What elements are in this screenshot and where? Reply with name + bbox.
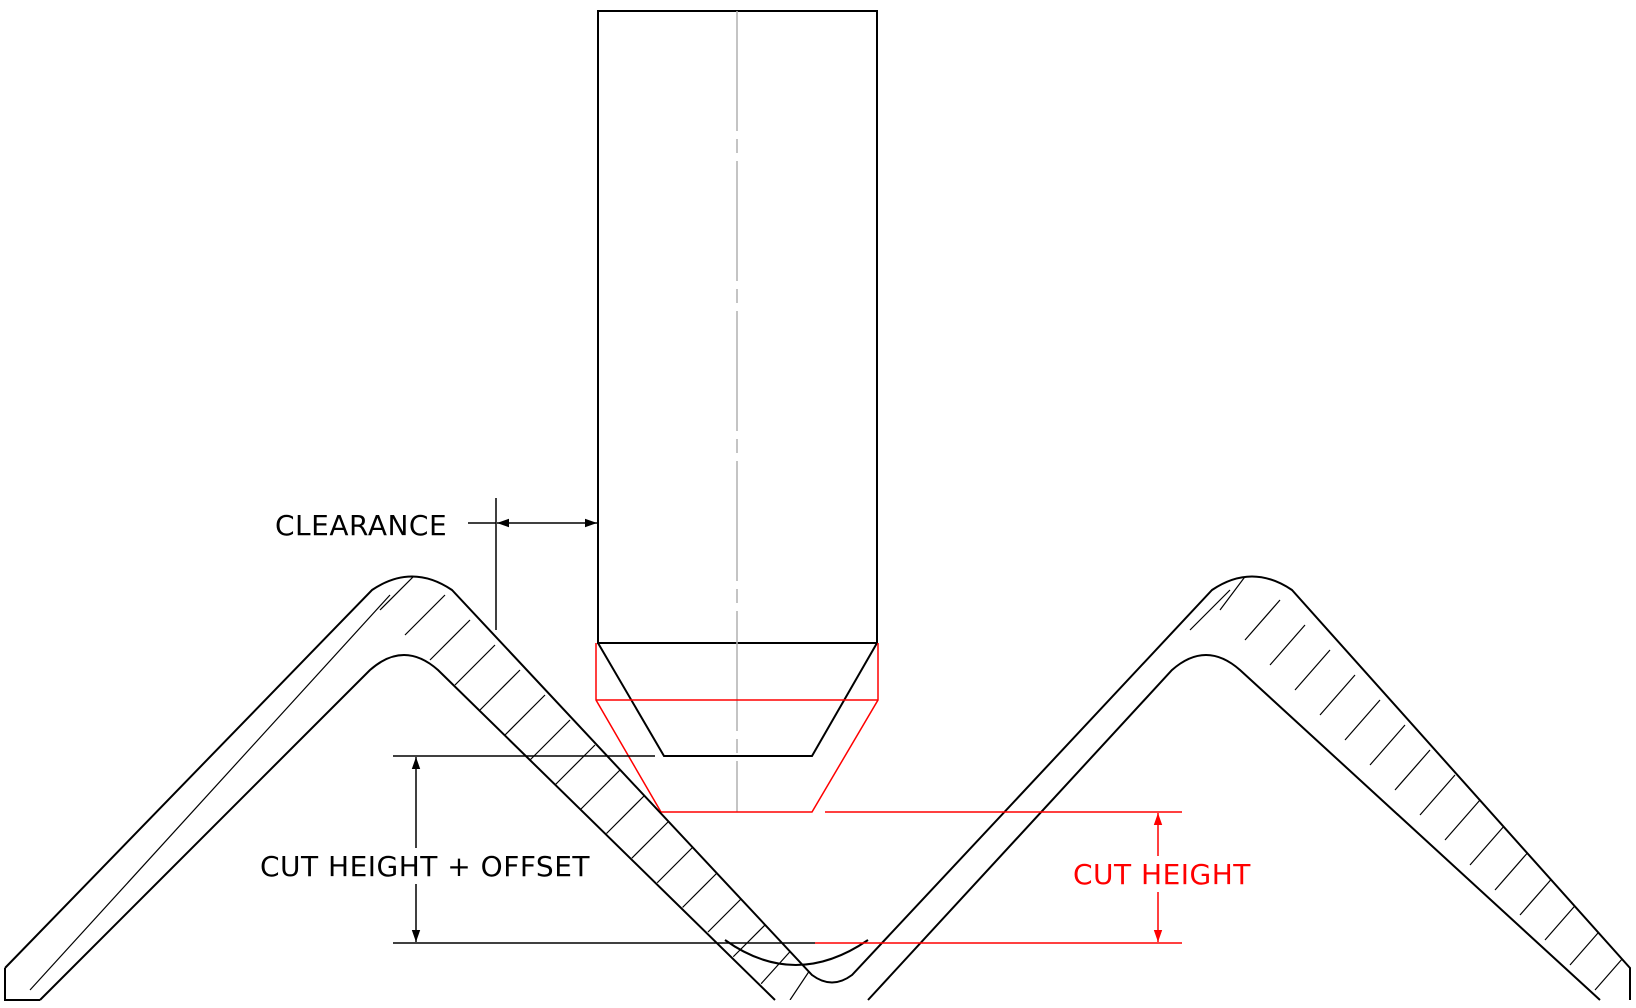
cut-tip-outline: [595, 643, 879, 813]
corrugated-sheet: [4, 575, 1631, 1001]
sheet-top-edge: [4, 575, 1631, 1000]
sheet-hatching: [29, 576, 1630, 1000]
cut-height-label: CUT HEIGHT: [1073, 858, 1251, 891]
clearance-label: CLEARANCE: [275, 509, 447, 542]
sheet-valley-edge: [724, 939, 869, 966]
clearance-dimension: [468, 498, 597, 630]
cut-height-offset-label: CUT HEIGHT + OFFSET: [260, 850, 590, 883]
sheet-bottom-edge: [39, 654, 1601, 1001]
